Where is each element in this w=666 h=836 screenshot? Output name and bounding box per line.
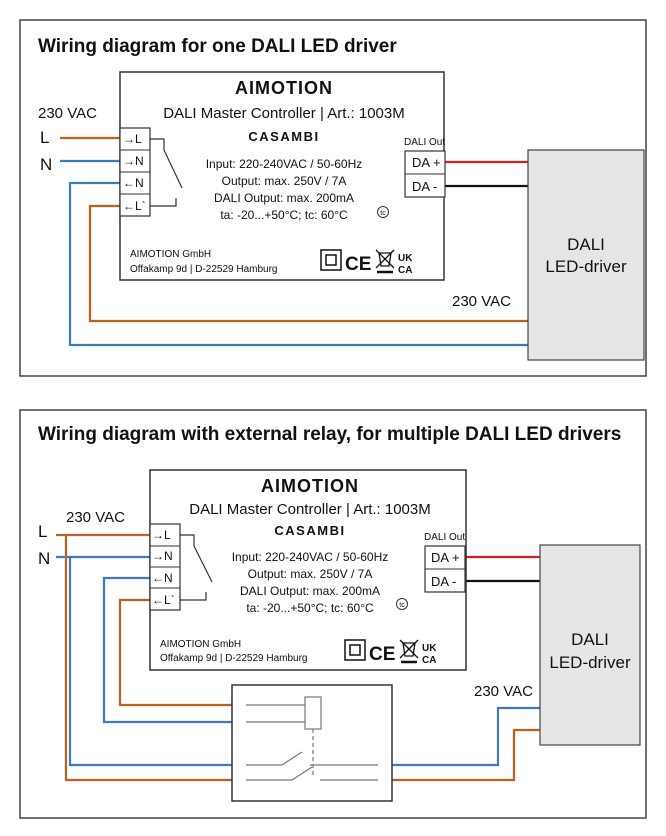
diagram2-internal-relay-symbol (180, 534, 213, 601)
diagram2-da-plus: DA + (431, 550, 460, 565)
diagram1-da-minus: DA - (412, 179, 437, 194)
svg-text:CA: CA (398, 265, 412, 276)
diagram2-spec-dali: DALI Output: max. 200mA (240, 584, 380, 598)
diagram2-driver-line2: LED-driver (549, 653, 631, 672)
diagram2-wire-L-to-relay (64, 535, 232, 782)
diagram2-casambi-logo: CASAMBI (274, 523, 345, 538)
diagram1-controller: AIMOTION DALI Master Controller | Art.: … (119, 71, 446, 281)
diagram2-terminal-L-in: →L (152, 528, 171, 542)
diagram1-weee-bin-icon (375, 249, 395, 274)
diagram1-wire-L-out (88, 204, 528, 323)
diagram1-internal-relay-symbol (150, 138, 183, 207)
diagram2-model: DALI Master Controller | Art.: 1003M (189, 501, 431, 518)
diagram1-spec-input: Input: 220-240VAC / 50-60Hz (206, 157, 363, 171)
diagram1-address: Offakamp 9d | D-22529 Hamburg (130, 264, 278, 275)
diagram2-company: AIMOTION GmbH (160, 639, 241, 650)
diagram2-ce-mark: CE (369, 644, 395, 665)
diagram1-wire-N-out (68, 181, 528, 347)
diagram2-wire-N-to-driver (392, 706, 540, 767)
diagram1-ce-mark: CE (345, 254, 371, 275)
diagram1-line-N: N (40, 155, 52, 174)
diagram2-wire-L-out-coil (118, 598, 232, 707)
diagram2-wire-N-to-relay (68, 557, 232, 767)
diagram2-spec-input: Input: 220-240VAC / 50-60Hz (232, 550, 389, 564)
diagram2-double-insulation-icon (344, 639, 366, 661)
diagram1-casambi-logo: CASAMBI (248, 129, 319, 144)
diagram-one-driver: Wiring diagram for one DALI LED driver 2… (19, 19, 647, 377)
diagram-external-relay: Wiring diagram with external relay, for … (19, 409, 647, 819)
diagram2-ukca-mark: UK CA (422, 643, 437, 666)
diagram1-da-plus: DA + (412, 155, 441, 170)
diagram2-da-minus: DA - (431, 574, 456, 589)
diagram1-driver-line1: DALI (567, 235, 605, 254)
diagram1-spec-temp: ta: -20...+50°C; tc: 60°C (220, 208, 348, 222)
diagram1-line-L: L (40, 128, 49, 147)
diagram2-brand: AIMOTION (261, 476, 359, 496)
diagram1-spec-output: Output: max. 250V / 7A (222, 174, 347, 188)
diagram1-supply-label: 230 VAC (38, 105, 97, 122)
diagram2-relay-body (231, 684, 393, 802)
diagram2-driver-line1: DALI (571, 630, 609, 649)
svg-text:CA: CA (422, 655, 436, 666)
diagram2-spec-temp: ta: -20...+50°C; tc: 60°C (246, 601, 374, 615)
diagram1-terminal-L-in: →L (123, 132, 142, 146)
diagram2-supply-label: 230 VAC (66, 509, 125, 526)
diagram2-controller-body (149, 469, 467, 671)
diagram2-terminal-L-out: ←L` (152, 593, 175, 607)
diagram2-wire-N-out-coil (102, 576, 232, 724)
diagram2-driver-supply-label: 230 VAC (474, 683, 533, 700)
diagram1-tc-icon (377, 206, 389, 218)
diagram2-external-relay (231, 684, 393, 802)
diagram2-dali-led-driver (539, 544, 641, 746)
diagram1-ukca-mark: UK CA (398, 253, 413, 276)
diagram1-brand: AIMOTION (235, 78, 333, 98)
diagram2-relay-symbol (246, 696, 378, 781)
diagram1-terminal-N-out: ←N (123, 176, 144, 190)
diagram2-title: Wiring diagram with external relay, for … (38, 424, 621, 445)
diagram1-terminal-N-in: →N (123, 154, 144, 168)
svg-text:UK: UK (422, 643, 437, 654)
diagram2-terminal-N-in: →N (152, 549, 173, 563)
diagram2-wire-L-to-driver (392, 728, 540, 782)
diagram1-model: DALI Master Controller | Art.: 1003M (163, 105, 405, 122)
diagram2-controller: AIMOTION DALI Master Controller | Art.: … (149, 469, 467, 671)
diagram1-double-insulation-icon (320, 249, 342, 271)
diagram1-driver-supply-label: 230 VAC (452, 293, 511, 310)
diagram1-terminal-L-out: ←L` (123, 199, 146, 213)
diagram2-spec-output: Output: max. 250V / 7A (248, 567, 373, 581)
diagram1-dali-out-label: DALI Out (404, 137, 445, 148)
diagram1-company: AIMOTION GmbH (130, 249, 211, 260)
svg-text:tc: tc (380, 210, 386, 217)
diagram2-tc-icon (396, 598, 408, 610)
diagram1-dali-led-driver (527, 149, 645, 361)
diagram2-dali-out-label: DALI Out (424, 532, 465, 543)
diagram2-line-L: L (38, 522, 47, 541)
svg-text:UK: UK (398, 253, 413, 264)
diagram2-weee-bin-icon (399, 639, 419, 664)
svg-text:tc: tc (399, 602, 405, 609)
diagram2-line-N: N (38, 549, 50, 568)
diagram2-address: Offakamp 9d | D-22529 Hamburg (160, 653, 308, 664)
diagram2-terminal-N-out: ←N (152, 571, 173, 585)
diagram1-spec-dali: DALI Output: max. 200mA (214, 191, 354, 205)
diagram1-driver-line2: LED-driver (545, 257, 627, 276)
diagram1-title: Wiring diagram for one DALI LED driver (38, 36, 397, 57)
